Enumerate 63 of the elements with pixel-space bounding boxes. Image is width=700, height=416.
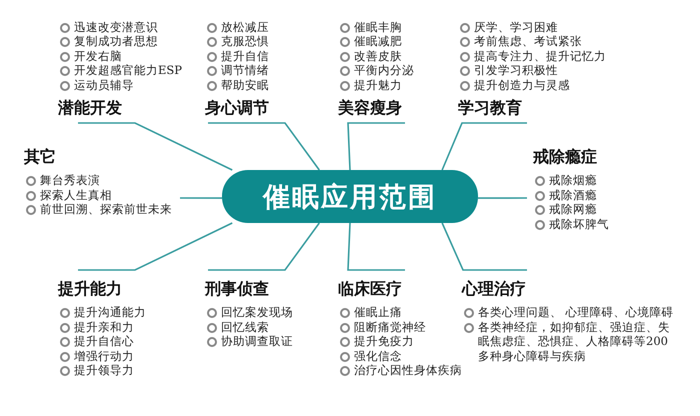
category-heading: 戒除瘾症 bbox=[533, 147, 598, 167]
list-item: 考前焦虑、考试紧张 bbox=[458, 34, 628, 48]
category-heading: 刑事侦查 bbox=[205, 279, 270, 299]
category-heading: 身心调节 bbox=[205, 98, 270, 118]
list-item: 调节情绪 bbox=[205, 63, 300, 78]
list-item: 运动员辅导 bbox=[58, 78, 196, 92]
list-item: 舞台秀表演 bbox=[24, 173, 180, 188]
list-item: 戒除酒瘾 bbox=[533, 188, 637, 202]
category-heading: 其它 bbox=[24, 147, 57, 167]
list-item: 提升亲和力 bbox=[58, 320, 196, 334]
list-item: 厌学、学习困难 bbox=[458, 20, 628, 34]
list-item: 提升免疫力 bbox=[338, 334, 462, 348]
list-item: 阻断痛觉神经 bbox=[338, 320, 462, 334]
connector-line bbox=[208, 122, 320, 170]
connector-line bbox=[347, 222, 405, 271]
list-item: 催眠减肥 bbox=[338, 34, 438, 48]
list-item: 放松减压 bbox=[205, 20, 300, 34]
list-item: 治疗心因性身体疾病 bbox=[338, 363, 462, 378]
list-item: 帮助安眠 bbox=[205, 78, 300, 92]
category-heading: 临床医疗 bbox=[338, 279, 403, 299]
list-item: 提升沟通能力 bbox=[58, 305, 196, 320]
list-item: 提升自信心 bbox=[58, 334, 196, 348]
list-item: 迅速改变潜意识 bbox=[58, 20, 196, 34]
connector-line bbox=[347, 122, 405, 170]
list-item: 强化信念 bbox=[338, 348, 462, 363]
category-heading: 潜能开发 bbox=[58, 98, 123, 118]
connector-line bbox=[478, 197, 527, 199]
list-item: 回忆案发现场 bbox=[205, 305, 315, 320]
list-item: 前世回溯、探索前世未来 bbox=[24, 202, 180, 216]
list-item: 开发右脑 bbox=[58, 48, 196, 63]
list-item: 各类心理问题、 心理障碍、心境障碍 bbox=[462, 305, 675, 320]
list-item: 戒除网瘾 bbox=[533, 202, 637, 216]
list-item: 改善皮肤 bbox=[338, 48, 438, 63]
list-item: 戒除烟瘾 bbox=[533, 173, 637, 188]
connector-line bbox=[208, 222, 320, 271]
category-heading: 提升能力 bbox=[58, 279, 123, 299]
list-item: 各类神经症，如抑郁症、强迫症、失眠焦虑症、恐惧症、人格障碍等200多种身心障碍与疾病 bbox=[462, 320, 675, 363]
list-item: 复制成功者思想 bbox=[58, 34, 196, 48]
category-heading: 学习教育 bbox=[458, 98, 523, 118]
connector-line bbox=[180, 197, 222, 199]
list-item: 平衡内分泌 bbox=[338, 63, 438, 78]
list-item: 提升魅力 bbox=[338, 78, 438, 92]
list-item: 提高专注力、提升记忆力 bbox=[458, 48, 628, 63]
list-item: 克服恐惧 bbox=[205, 34, 300, 48]
connector-line bbox=[78, 222, 233, 271]
connector-line bbox=[78, 122, 233, 171]
list-item: 引发学习积极性 bbox=[458, 63, 628, 78]
connector-line bbox=[441, 222, 527, 271]
list-item: 催眠止痛 bbox=[338, 305, 462, 320]
category-heading: 美容瘦身 bbox=[338, 98, 403, 118]
list-item: 戒除坏脾气 bbox=[533, 216, 637, 231]
list-item: 回忆线索 bbox=[205, 320, 315, 334]
list-item: 探索人生真相 bbox=[24, 188, 180, 202]
list-item: 提升领导力 bbox=[58, 363, 196, 378]
category-heading: 心理治疗 bbox=[462, 279, 527, 299]
connector-line bbox=[441, 122, 527, 170]
list-item: 提升自信 bbox=[205, 48, 300, 63]
list-item: 增强行动力 bbox=[58, 348, 196, 363]
list-item: 开发超感官能力ESP bbox=[58, 63, 196, 78]
list-item: 协助调查取证 bbox=[205, 334, 315, 348]
title-box: 催眠应用范围 bbox=[222, 170, 478, 223]
list-item: 提升创造力与灵感 bbox=[458, 78, 628, 92]
list-item: 催眠丰胸 bbox=[338, 20, 438, 34]
